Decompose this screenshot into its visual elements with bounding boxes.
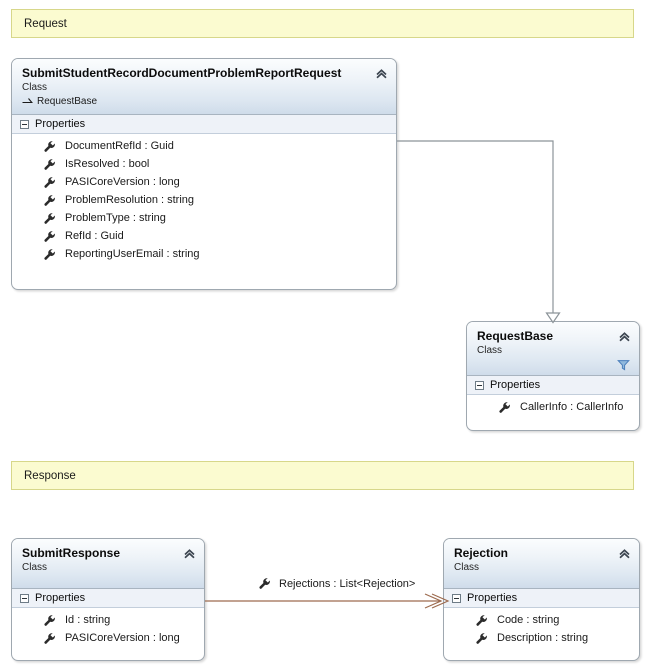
collapse-expander-icon[interactable]	[20, 593, 29, 603]
list-item[interactable]: Id : string	[12, 611, 204, 629]
section-banner-request-label: Request	[24, 17, 67, 30]
connector-inheritance[interactable]	[397, 140, 561, 324]
wrench-icon	[43, 230, 56, 243]
association-label-text: Rejections : List<Rejection>	[279, 577, 416, 590]
compartment-properties[interactable]: Properties	[467, 376, 639, 395]
class-header: RequestBase Class	[467, 322, 639, 376]
wrench-icon	[475, 632, 488, 645]
chevron-up-icon[interactable]	[375, 67, 388, 79]
list-item[interactable]: Code : string	[444, 611, 639, 629]
wrench-icon	[43, 176, 56, 189]
list-item[interactable]: ProblemResolution : string	[12, 191, 396, 209]
list-item[interactable]: Description : string	[444, 629, 639, 647]
compartment-label: Properties	[35, 118, 86, 130]
member-label: DocumentRefId : Guid	[65, 140, 174, 152]
class-title: SubmitResponse	[22, 546, 121, 560]
class-box-rejection[interactable]: Rejection Class Properties Code : string…	[443, 538, 640, 661]
member-label: ProblemResolution : string	[65, 194, 195, 206]
collapse-expander-icon[interactable]	[475, 380, 484, 390]
compartment-properties[interactable]: Properties	[12, 115, 396, 134]
class-header: SubmitStudentRecordDocumentProblemReport…	[12, 59, 396, 115]
inheritance-arrow-icon	[22, 97, 33, 106]
list-item[interactable]: DocumentRefId : Guid	[12, 137, 396, 155]
member-label: CallerInfo : CallerInfo	[520, 401, 624, 413]
list-item[interactable]: PASICoreVersion : long	[12, 173, 396, 191]
compartment-label: Properties	[35, 592, 86, 604]
class-base-label: RequestBase	[37, 96, 98, 107]
chevron-up-icon[interactable]	[618, 547, 631, 559]
member-list: CallerInfo : CallerInfo	[467, 395, 639, 421]
member-label: Id : string	[65, 614, 111, 626]
class-header: SubmitResponse Class	[12, 539, 204, 589]
chevron-up-icon[interactable]	[183, 547, 196, 559]
member-list: DocumentRefId : Guid IsResolved : bool P…	[12, 134, 396, 268]
wrench-icon	[475, 614, 488, 627]
class-title: SubmitStudentRecordDocumentProblemReport…	[22, 66, 342, 80]
compartment-properties[interactable]: Properties	[12, 589, 204, 608]
compartment-label: Properties	[467, 592, 518, 604]
compartment-properties[interactable]: Properties	[444, 589, 639, 608]
member-list: Id : string PASICoreVersion : long	[12, 608, 204, 652]
compartment-label: Properties	[490, 379, 541, 391]
list-item[interactable]: ProblemType : string	[12, 209, 396, 227]
class-title: Rejection	[454, 546, 509, 560]
list-item[interactable]: PASICoreVersion : long	[12, 629, 204, 647]
member-label: RefId : Guid	[65, 230, 124, 242]
association-label[interactable]: Rejections : List<Rejection>	[258, 577, 415, 590]
list-item[interactable]: RefId : Guid	[12, 227, 396, 245]
wrench-icon	[43, 248, 56, 261]
class-box-submit-student-record-document-problem-report-request[interactable]: SubmitStudentRecordDocumentProblemReport…	[11, 58, 397, 290]
class-stereotype: Class	[22, 562, 48, 573]
list-item[interactable]: CallerInfo : CallerInfo	[467, 398, 639, 416]
wrench-icon	[258, 577, 271, 590]
section-banner-response: Response	[11, 461, 634, 490]
wrench-icon	[498, 401, 511, 414]
list-item[interactable]: ReportingUserEmail : string	[12, 245, 396, 263]
wrench-icon	[43, 140, 56, 153]
member-list: Code : string Description : string	[444, 608, 639, 652]
section-banner-response-label: Response	[24, 469, 76, 482]
list-item[interactable]: IsResolved : bool	[12, 155, 396, 173]
class-box-submit-response[interactable]: SubmitResponse Class Properties Id : str…	[11, 538, 205, 661]
member-label: Code : string	[497, 614, 560, 626]
class-stereotype: Class	[22, 82, 48, 93]
member-label: IsResolved : bool	[65, 158, 150, 170]
wrench-icon	[43, 614, 56, 627]
wrench-icon	[43, 194, 56, 207]
member-label: ReportingUserEmail : string	[65, 248, 200, 260]
member-label: PASICoreVersion : long	[65, 176, 180, 188]
class-title: RequestBase	[477, 329, 554, 343]
chevron-up-icon[interactable]	[618, 330, 631, 342]
member-label: Description : string	[497, 632, 589, 644]
funnel-icon[interactable]	[617, 358, 630, 371]
class-stereotype: Class	[454, 562, 480, 573]
wrench-icon	[43, 632, 56, 645]
section-banner-request: Request	[11, 9, 634, 38]
class-header: Rejection Class	[444, 539, 639, 589]
wrench-icon	[43, 158, 56, 171]
member-label: ProblemType : string	[65, 212, 166, 224]
collapse-expander-icon[interactable]	[20, 119, 29, 129]
member-label: PASICoreVersion : long	[65, 632, 180, 644]
connector-association[interactable]	[205, 593, 450, 609]
class-stereotype: Class	[477, 345, 503, 356]
collapse-expander-icon[interactable]	[452, 593, 461, 603]
wrench-icon	[43, 212, 56, 225]
class-base-type: RequestBase	[22, 95, 386, 108]
class-box-request-base[interactable]: RequestBase Class Properties CallerInfo …	[466, 321, 640, 431]
